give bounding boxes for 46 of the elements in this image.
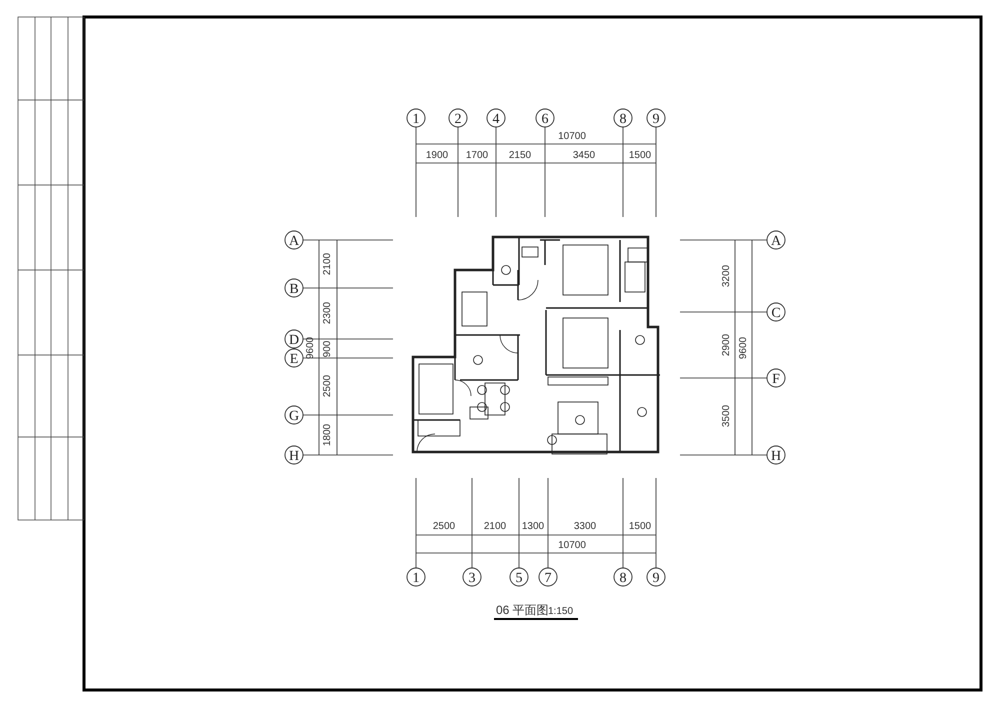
dimension-text: 9600: [738, 336, 749, 360]
dimension-text: 1800: [322, 424, 333, 446]
dimension-text: 1500: [628, 150, 652, 161]
axis-bubble: 3: [462, 568, 482, 586]
axis-bubble: E: [284, 348, 304, 368]
dimension-text: 900: [322, 340, 333, 358]
axis-bubble: 4: [486, 108, 506, 128]
axis-bubble: H: [284, 446, 304, 464]
dimension-text: 3500: [721, 404, 732, 428]
axis-bubble: A: [284, 230, 304, 250]
axis-bubble: 2: [448, 108, 468, 128]
dimension-text: 10700: [558, 131, 586, 142]
scale-text: 1:150: [548, 606, 574, 617]
axis-bubble: C: [766, 302, 786, 322]
dimension-text: 2100: [484, 521, 506, 532]
axis-bubble: 8: [614, 568, 632, 586]
axis-bubble: H: [766, 446, 786, 464]
axis-bubble: G: [284, 406, 304, 424]
dimension-text: 3300: [574, 521, 596, 532]
axis-bubble: 9: [646, 568, 666, 586]
dimension-text: 3450: [572, 150, 596, 161]
dimension-text: 1700: [466, 150, 488, 161]
axis-bubble: A: [766, 230, 786, 250]
dimension-text: 2500: [432, 521, 456, 532]
axis-bubble: 8: [614, 108, 632, 128]
dimension-text: 1300: [522, 521, 544, 532]
dimension-text: 9600: [305, 336, 316, 360]
drawing-title: 06 平面图: [496, 603, 549, 617]
dimension-text: 2900: [721, 334, 732, 356]
dimension-text: 2300: [322, 302, 333, 324]
axis-bubble: 7: [538, 568, 558, 586]
axis-bubble: 1: [406, 108, 426, 128]
axis-bubble: B: [284, 278, 304, 298]
axis-bubble: 1: [406, 568, 426, 586]
axis-bubble: 9: [646, 108, 666, 128]
dimension-text: 2100: [322, 252, 333, 276]
dimension-text: 10700: [558, 540, 586, 551]
axis-bubble: 6: [536, 108, 554, 128]
dimension-text: 3200: [721, 264, 732, 288]
axis-bubble: D: [284, 330, 304, 348]
dimension-text: 2150: [508, 150, 532, 161]
dimension-text: 1500: [628, 521, 652, 532]
dimension-text: 2500: [322, 374, 333, 398]
dimension-text: 1900: [426, 150, 448, 161]
axis-bubble: 5: [510, 568, 528, 586]
axis-bubble: F: [766, 368, 786, 388]
